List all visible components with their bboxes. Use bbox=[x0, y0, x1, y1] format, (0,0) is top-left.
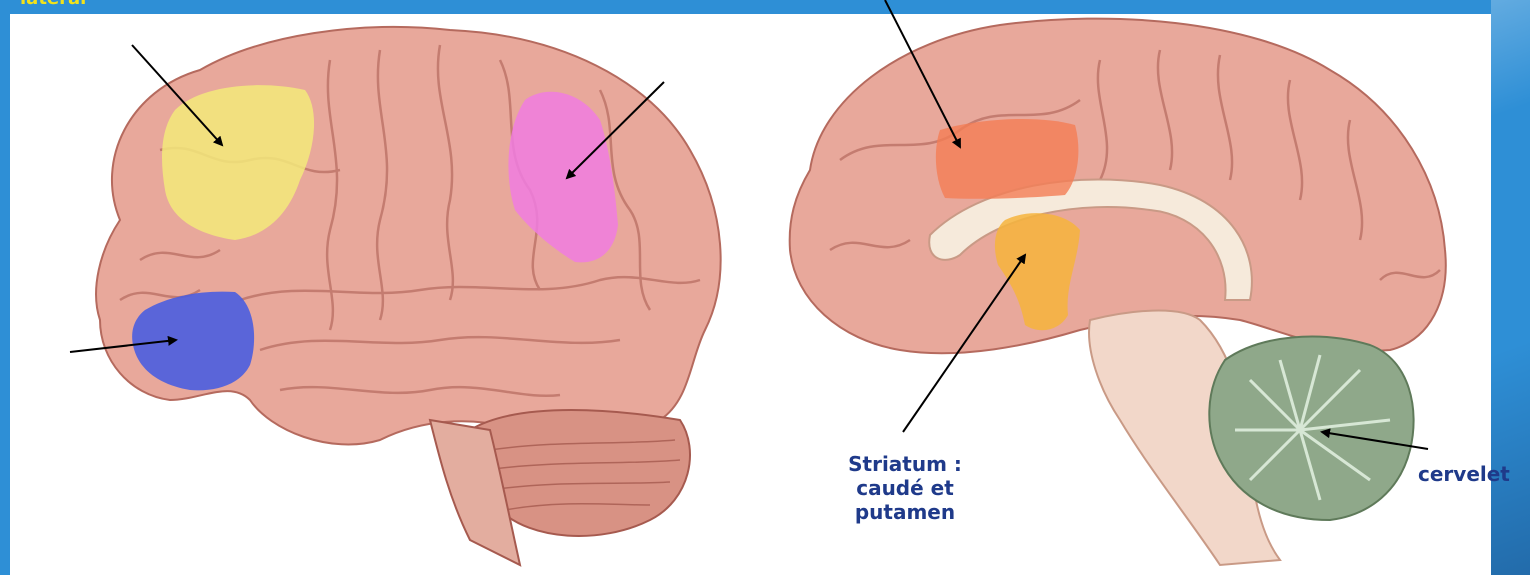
lateral-brain bbox=[70, 27, 721, 565]
striatum-label-line-3: putamen bbox=[840, 500, 970, 524]
highlight-orange-region bbox=[936, 119, 1079, 199]
view-title-label: latéral bbox=[20, 0, 86, 9]
striatum-label-line-1: Striatum : bbox=[840, 452, 970, 476]
cervelet-label: cervelet bbox=[1418, 462, 1510, 486]
striatum-label: Striatum : caudé et putamen bbox=[840, 452, 970, 524]
striatum-label-line-2: caudé et bbox=[840, 476, 970, 500]
